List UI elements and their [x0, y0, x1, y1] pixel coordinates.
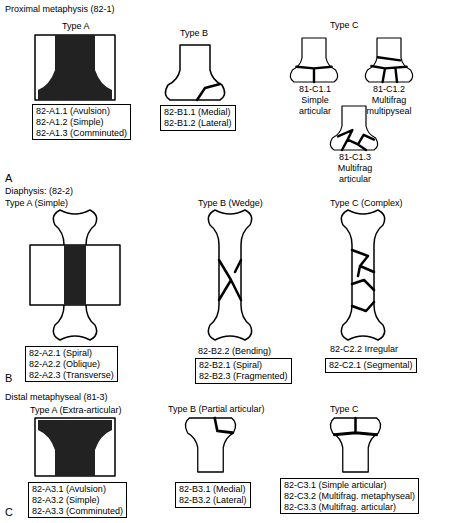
- bone-end: [330, 418, 380, 472]
- bone-shaft: [64, 245, 86, 305]
- bone-metaphysis: [38, 420, 112, 476]
- long-bone: [208, 210, 251, 340]
- code-text: 82-B2.1 (Spiral): [199, 360, 288, 371]
- bone-end: [165, 45, 224, 100]
- long-bone: [341, 210, 384, 340]
- code-text: 82-A3.3 (Comminuted): [32, 506, 123, 517]
- code-text: 82-B3.2 (Lateral): [179, 495, 247, 506]
- fracture-label: Type A: [62, 21, 90, 32]
- code-text: 82-B1.2 (Lateral): [164, 118, 232, 129]
- fracture-label: C: [5, 506, 13, 519]
- fracture-label: A: [5, 172, 12, 185]
- code-text: 82-A1.2 (Simple): [36, 117, 127, 128]
- code-text: 82-C3.1 (Simple articular): [284, 480, 415, 491]
- long-bone: [341, 210, 384, 340]
- fracture-label: Distal metaphyseal (81-3): [5, 392, 108, 403]
- code-box: 82-A3.1 (Avulsion)82-A3.2 (Simple)82-A3.…: [28, 482, 127, 518]
- fracture-label: Diaphysis: (82-2): [5, 186, 73, 197]
- bone-end: [290, 38, 337, 82]
- fracture-label: 82-C2.2 Irregular: [330, 344, 398, 355]
- bone-end: [165, 45, 224, 100]
- fracture-line: [371, 57, 406, 82]
- code-text: 82-A3.1 (Avulsion): [32, 484, 123, 495]
- code-text: 82-C2.1 (Segmental): [329, 360, 413, 371]
- code-text: 82-A2.1 (Spiral): [29, 348, 114, 359]
- bone-end: [185, 418, 235, 472]
- fracture-line: [338, 130, 374, 150]
- fracture-label: Type B: [180, 28, 208, 39]
- bone-end: [290, 38, 337, 82]
- code-box: 82-B1.1 (Medial)82-B1.2 (Lateral): [160, 105, 236, 131]
- code-text: 82-B2.3 (Fragmented): [199, 371, 288, 382]
- code-text: 82-C3.3 (Multifrag. articular): [284, 502, 415, 513]
- code-text: 82-A3.2 (Simple): [32, 495, 123, 506]
- code-box: 82-B2.1 (Spiral)82-B2.3 (Fragmented): [195, 358, 292, 384]
- fracture-label: Type C (Complex): [330, 198, 403, 209]
- bone-end: [185, 418, 235, 472]
- fracture-label: Type A (Extra-articular): [30, 405, 122, 416]
- type-a-frame: [30, 245, 120, 305]
- fracture-label: B: [5, 372, 12, 385]
- code-text: 82-C3.2 (Multifrag. metaphyseal): [284, 491, 415, 502]
- fracture-label: Type B (Partial articular): [168, 404, 265, 415]
- long-bone: [208, 210, 251, 340]
- fracture-line: [197, 84, 220, 100]
- fracture-label: 81-C1.2 Multifrag multipyseal: [356, 84, 422, 116]
- bone-end: [365, 38, 412, 82]
- code-box: 82-C3.1 (Simple articular)82-C3.2 (Multi…: [280, 478, 419, 514]
- fracture-label: Type B (Wedge): [198, 198, 263, 209]
- fracture-line: [334, 418, 377, 435]
- code-text: 82-B3.1 (Medial): [179, 484, 247, 495]
- fracture-line: [296, 67, 331, 82]
- fracture-label: Type A (Simple): [5, 198, 68, 209]
- code-text: 82-A2.3 (Transverse): [29, 370, 114, 381]
- fracture-label: Type C: [330, 20, 359, 31]
- type-a-frame: [35, 418, 115, 476]
- code-text: 82-A1.3 (Comminuted): [36, 128, 127, 139]
- bone-end: [330, 418, 380, 472]
- fracture-line: [352, 250, 374, 311]
- fracture-label: 81-C1.3 Multifrag articular: [322, 152, 388, 184]
- fracture-label: 81-C1.1 Simple articular: [284, 84, 346, 116]
- type-a-frame: [35, 35, 115, 100]
- code-text: 82-A1.1 (Avulsion): [36, 106, 127, 117]
- fracture-line: [215, 418, 233, 433]
- bone-end: [365, 38, 412, 82]
- code-box: 82-C2.1 (Segmental): [325, 358, 417, 373]
- code-box: 82-A2.1 (Spiral)82-A2.2 (Oblique)82-A2.3…: [25, 346, 118, 382]
- code-text: 82-B1.1 (Medial): [164, 107, 232, 118]
- code-box: 82-B3.1 (Medial)82-B3.2 (Lateral): [175, 482, 251, 508]
- fracture-label: Type C: [330, 404, 359, 415]
- bone-metaphysis: [38, 35, 112, 100]
- code-text: 82-A2.2 (Oblique): [29, 359, 114, 370]
- fracture-line: [219, 260, 241, 300]
- fracture-label: Proximal metaphysis (82-1): [5, 4, 115, 15]
- fracture-label: 82-B2.2 (Bending): [198, 346, 271, 357]
- code-box: 82-A1.1 (Avulsion)82-A1.2 (Simple)82-A1.…: [32, 104, 131, 140]
